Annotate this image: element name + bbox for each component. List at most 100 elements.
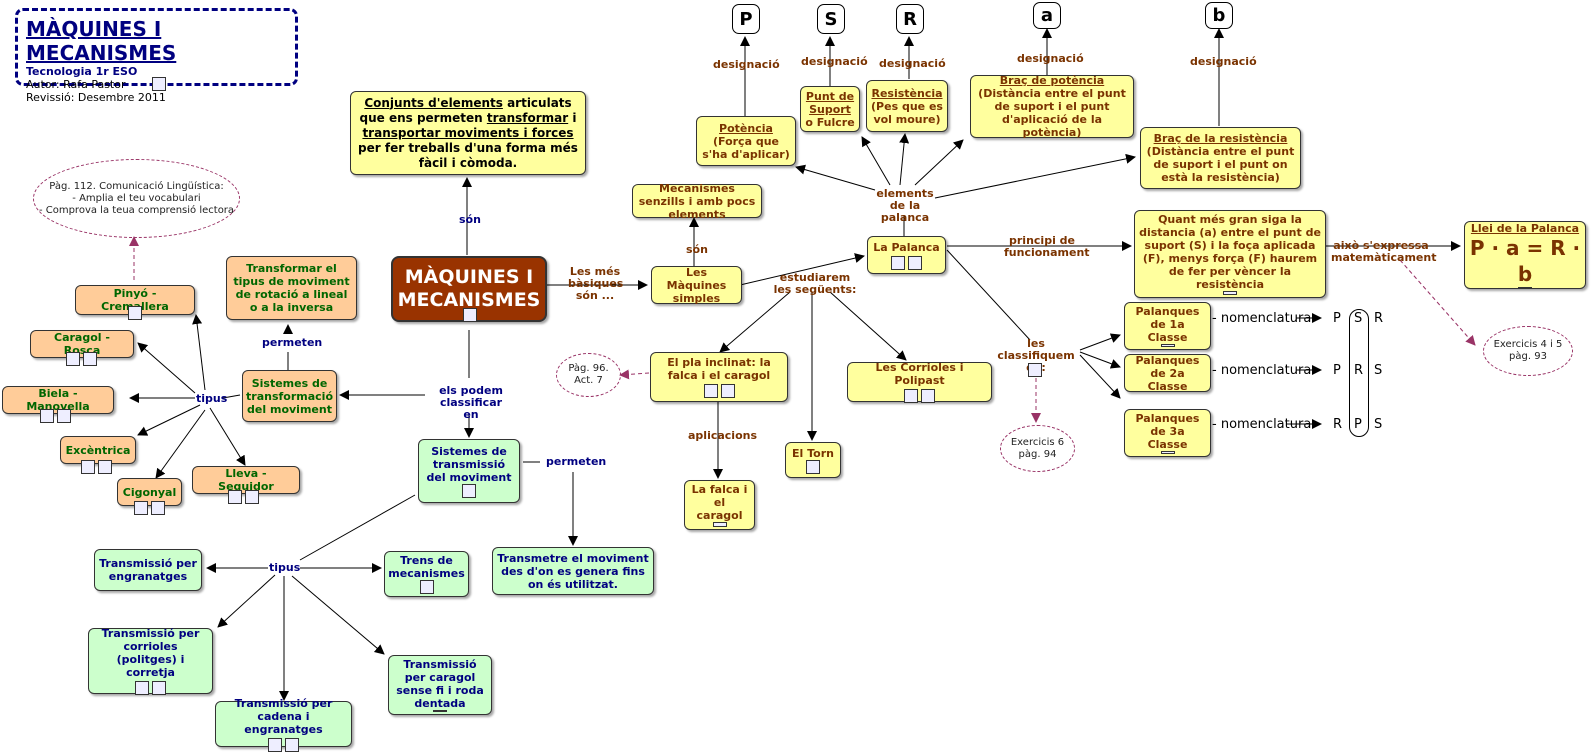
- suport-title: Punt de Suport: [805, 89, 855, 116]
- simple-mechanisms-node[interactable]: Mecanismes senzills i amb pocs elements: [632, 181, 762, 221]
- image-icon[interactable]: [904, 389, 918, 403]
- falca-node[interactable]: La falca i el caragol: [684, 480, 755, 530]
- nomenclature-label-1: - nomenclatura: [1212, 311, 1312, 326]
- label-designacio-p: designació: [713, 58, 780, 71]
- sistemes-transm-node[interactable]: Sistemes de transmissió del moviment: [418, 439, 520, 503]
- letter-r: R: [896, 4, 924, 34]
- image-icon[interactable]: [806, 459, 820, 474]
- header-box: MÀQUINES I MECANISMES Tecnologia 1r ESO …: [15, 8, 298, 104]
- image-icon[interactable]: [891, 255, 905, 270]
- document-icon[interactable]: [908, 255, 922, 270]
- trens-node[interactable]: Trens de mecanismes: [384, 551, 469, 597]
- nom-3-2: P: [1354, 417, 1362, 432]
- document-icon[interactable]: [462, 483, 476, 498]
- caragol-rosca-icons: [66, 352, 97, 366]
- document-icon[interactable]: [1223, 291, 1237, 295]
- image-icon[interactable]: [228, 490, 242, 504]
- suport-rest: o Fulcre: [805, 115, 855, 129]
- nom-3-1: R: [1333, 417, 1343, 432]
- image-icon[interactable]: [1518, 286, 1532, 289]
- excentrica-node[interactable]: Excèntrica: [60, 436, 136, 464]
- corrioles-node[interactable]: Les Corrioles i Polipast: [847, 361, 992, 403]
- label-aplicacions: aplicacions: [688, 429, 758, 442]
- image-icon[interactable]: [1028, 363, 1042, 377]
- torn-node[interactable]: El Torn: [785, 442, 841, 478]
- label-podem: els podem classificar en: [439, 384, 503, 421]
- main-node[interactable]: MÀQUINES I MECANISMES: [391, 256, 547, 322]
- document-icon[interactable]: [463, 308, 477, 322]
- document-icon[interactable]: [152, 681, 166, 695]
- suport-node[interactable]: Punt de Suport o Fulcre: [800, 86, 860, 132]
- document-icon[interactable]: [98, 460, 112, 474]
- image-icon[interactable]: [703, 384, 718, 398]
- image-icon[interactable]: [40, 409, 54, 423]
- class1-node[interactable]: Palanques de 1a Classe: [1124, 302, 1211, 350]
- document-icon[interactable]: [285, 737, 299, 752]
- engranatges-node[interactable]: Transmissió per engranatges: [94, 549, 202, 591]
- note-ex6[interactable]: Exercicis 6 pàg. 94: [1000, 425, 1075, 472]
- corrioles-transm-node[interactable]: Transmissió per corrioles (politges) i c…: [88, 627, 213, 695]
- document-icon[interactable]: [720, 384, 735, 398]
- law-node[interactable]: Llei de la Palanca P · a = R · b: [1464, 221, 1586, 289]
- braç-resistencia-node[interactable]: Braç de la resistència (Distància entre …: [1140, 127, 1301, 189]
- note-pag112-text: Pàg. 112. Comunicació Lingüística: - Amp…: [38, 180, 235, 216]
- definition-part-1: Conjunts d'elements: [364, 95, 503, 110]
- resistencia-node[interactable]: Resistència (Pes que es vol moure): [866, 80, 948, 132]
- engranatges-label: Transmissió per engranatges: [99, 557, 197, 583]
- label-les-mes-basiques: Les més bàsiques són ...: [568, 265, 624, 302]
- corrioles-transm-label: Transmissió per corrioles (politges) i c…: [101, 627, 200, 679]
- document-icon[interactable]: [151, 501, 165, 515]
- note-pag112[interactable]: Pàg. 112. Comunicació Lingüística: - Amp…: [33, 159, 240, 238]
- corrioles-icons: [904, 389, 935, 403]
- document-icon[interactable]: [57, 409, 71, 423]
- pla-inclinat-node[interactable]: El pla inclinat: la falca i el caragol: [650, 352, 788, 402]
- document-icon[interactable]: [83, 352, 97, 366]
- nomenclature-label-2: - nomenclatura: [1212, 363, 1312, 378]
- transformar-node[interactable]: Transformar el tipus de moviment de rota…: [226, 256, 357, 320]
- sistemes-transf-node[interactable]: Sistemes de transformació del moviment: [242, 370, 337, 422]
- law-title: Llei de la Palanca: [1470, 221, 1580, 235]
- definition-part-5: transportar moviments i forces: [362, 125, 574, 140]
- pla-inclinat-icons: [703, 384, 735, 398]
- note-pag96[interactable]: Pàg. 96. Act. 7: [556, 353, 621, 397]
- cigonyal-node[interactable]: Cigonyal: [117, 478, 182, 506]
- letter-b-label: b: [1212, 5, 1226, 26]
- pinyo-label: Pinyó - Cremallera: [101, 287, 169, 313]
- letter-p-label: P: [739, 8, 753, 30]
- image-icon[interactable]: [135, 681, 149, 695]
- braç-potencia-desc: (Distància entre el punt de suport i el …: [978, 87, 1126, 139]
- image-icon[interactable]: [81, 460, 95, 474]
- document-icon[interactable]: [419, 580, 434, 594]
- image-icon[interactable]: [1160, 344, 1175, 347]
- image-icon[interactable]: [128, 306, 142, 320]
- document-icon[interactable]: [921, 389, 935, 403]
- caragol-rosca-node[interactable]: Caragol - Rosca: [30, 330, 134, 358]
- simple-mechanisms-label: Mecanismes senzills i amb pocs elements: [638, 181, 756, 221]
- cadena-node[interactable]: Transmissió per cadena i engranatges: [215, 697, 352, 752]
- document-icon[interactable]: [433, 710, 447, 712]
- palanca-node[interactable]: La Palanca: [867, 236, 946, 274]
- image-icon[interactable]: [66, 352, 80, 366]
- principle-node[interactable]: Quant més gran siga la distancia (a) ent…: [1134, 210, 1326, 298]
- class2-node[interactable]: Palanques de 2a Classe: [1124, 354, 1211, 393]
- label-principi: principi de funcionament: [1004, 234, 1090, 259]
- torn-label: El Torn: [792, 446, 834, 460]
- map-icon[interactable]: [152, 77, 166, 91]
- simple-machines-node[interactable]: Les Màquines simples: [651, 266, 742, 305]
- class3-node[interactable]: Palanques de 3a Classe: [1124, 409, 1211, 457]
- definition-node[interactable]: Conjunts d'elements articulats que ens p…: [350, 91, 586, 175]
- image-icon[interactable]: [1160, 451, 1175, 454]
- label-son: són: [459, 213, 481, 226]
- image-icon[interactable]: [268, 737, 282, 752]
- definition-part-2: articulats que ens permeten: [359, 95, 572, 125]
- transmetre-node[interactable]: Transmetre el moviment des d'on es gener…: [492, 547, 654, 595]
- potencia-node[interactable]: Potència (Força que s'ha d'aplicar): [696, 116, 796, 166]
- image-icon[interactable]: [134, 501, 148, 515]
- principle-label: Quant més gran siga la distancia (a) ent…: [1139, 213, 1321, 291]
- caragol-fi-node[interactable]: Transmissió per caragol sense fi i roda …: [388, 655, 492, 715]
- nom-1-1: P: [1333, 311, 1341, 326]
- document-icon[interactable]: [712, 522, 727, 527]
- document-icon[interactable]: [245, 490, 259, 504]
- braç-potencia-node[interactable]: Braç de potència (Distància entre el pun…: [970, 74, 1134, 139]
- note-ex45[interactable]: Exercicis 4 i 5 pàg. 93: [1483, 326, 1573, 376]
